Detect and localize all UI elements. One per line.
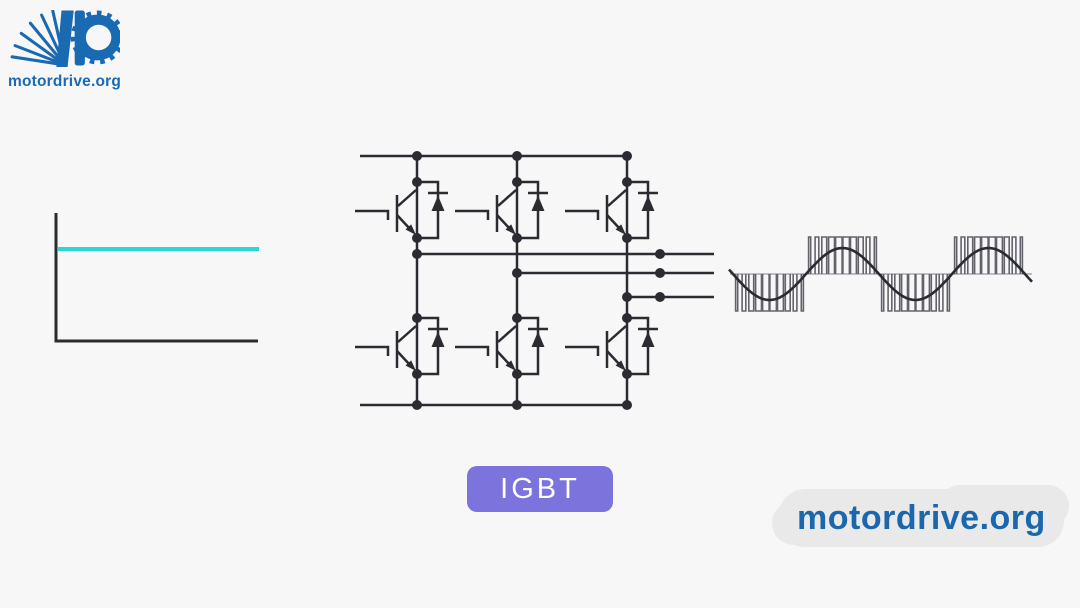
igbt-switch-instance [453,175,550,245]
igbt-label-text: IGBT [500,472,580,505]
dc-chart-axes [54,213,258,343]
brand-logo-text: motordrive.org [8,73,122,90]
junction-dot [622,292,632,302]
igbt-switch-instance [353,175,450,245]
igbt-switch-instance [453,311,550,381]
igbt-inverter-circuit [353,151,714,410]
junction-dot [512,151,522,161]
logo-gear-hole [85,24,112,51]
junction-dot [655,268,665,278]
motordrive-logo-icon [10,9,125,68]
watermark-text: motordrive.org [797,498,1046,537]
junction-dot [412,151,422,161]
igbt-switch-instance [563,311,660,381]
junction-dot [622,151,632,161]
watermark-sticker: motordrive.org [772,485,1069,547]
pwm-pulse-train [734,236,1024,312]
fundamental-sine-wave [728,246,1033,302]
junction-dot [412,400,422,410]
brand-logo: motordrive.org [8,9,148,91]
dc-voltage-chart [54,213,259,343]
igbt-switch-instance [563,175,660,245]
junction-dot [622,400,632,410]
pwm-output-waveform [728,236,1033,312]
logo-fan-rays [10,9,67,67]
bus-rails-legs-and-outputs [360,154,714,407]
junction-dot [412,249,422,259]
igbt-switch-instance [353,311,450,381]
junction-dot [512,268,522,278]
igbt-label-badge: IGBT [467,466,613,512]
junction-dot [655,292,665,302]
junction-dot [655,249,665,259]
junction-dot [512,400,522,410]
